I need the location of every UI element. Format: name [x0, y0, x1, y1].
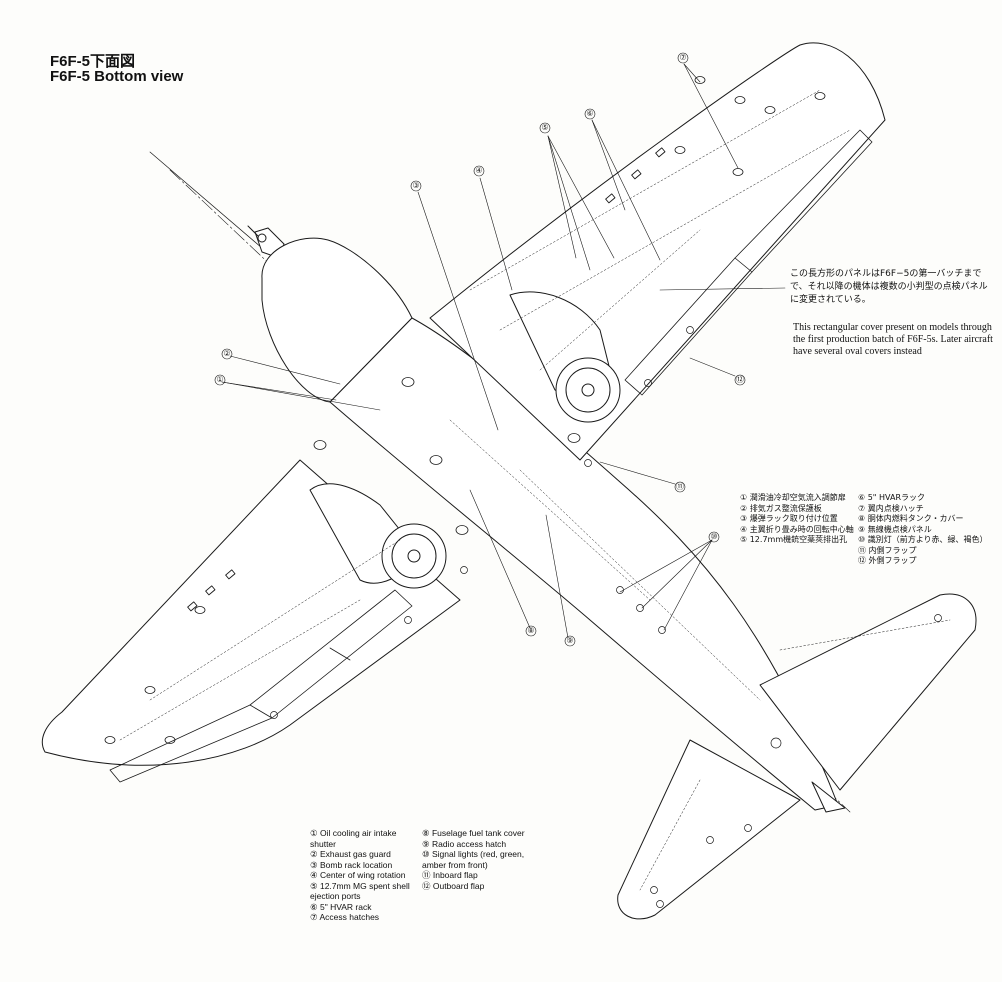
callout-8-label: ⑧ [527, 626, 534, 635]
callout-6-label: ⑥ [586, 109, 593, 118]
legend-ja-item: ⑫ 外側フラップ [858, 556, 917, 565]
legend-english-col-2: ⑧ Fuselage fuel tank cover ⑨ Radio acces… [422, 828, 528, 891]
legend-ja-item: ⑦ 翼内点検ハッチ [858, 503, 924, 513]
legend-ja-item: ③ 爆弾ラック取り付け位置 [740, 514, 838, 523]
left-wing [41, 459, 461, 766]
legend-en-item: ⑫ Outboard flap [422, 880, 485, 891]
legend-en-item: ⑧ Fuselage fuel tank cover [422, 828, 525, 838]
note-english: This rectangular cover present on models… [793, 322, 993, 357]
legend-ja-item: ⑨ 無線機点検パネル [858, 524, 932, 534]
callout-1-marker [214, 374, 226, 386]
callout-2-marker [221, 348, 233, 360]
rudder-tip [811, 781, 846, 813]
callout-5-marker [539, 122, 551, 134]
note-japanese: この長方形のパネルはF6F−5の第一バッチまでで、それ以降の機体は複数の小判型の… [790, 269, 988, 305]
callout-2-label: ② [223, 349, 230, 358]
callout-1-label: ① [216, 375, 223, 384]
callout-leaders [221, 63, 786, 639]
legend-en-item: ⑦ Access hatches [310, 912, 380, 922]
legend-english-col-1: ① Oil cooling air intake shutter ② Exhau… [310, 828, 412, 923]
callout-3-marker [410, 180, 422, 192]
callout-7-marker [677, 52, 689, 64]
title-english: F6F-5 Bottom view [50, 68, 184, 85]
left-stabilizer [617, 739, 801, 920]
callout-numbers: ① ② ③ ④ ⑤ ⑥ ⑦ ⑧ ⑨ ⑩ ⑪ ⑫ [216, 53, 744, 645]
legend-japanese-col-1: ① 潤滑油冷却空気流入調節扉 ② 排気ガス整流保護板 ③ 爆弾ラック取り付け位置… [740, 493, 856, 546]
legend-ja-item: ⑩ 識別灯（前方より赤、緑、褐色） [858, 535, 988, 544]
legend-ja-item: ⑧ 胴体内燃料タンク・カバー [858, 514, 964, 523]
right-main-gear [509, 291, 621, 423]
title-japanese: F6F-5下面図 [50, 53, 136, 70]
callout-10-marker [708, 531, 720, 543]
legend-en-item: ⑤ 12.7mm MG spent shell ejection ports [310, 880, 410, 902]
legend-en-item: ⑥ 5" HVAR rack [310, 901, 372, 912]
callout-10-label: ⑩ [710, 532, 717, 541]
callout-11-label: ⑪ [676, 482, 684, 491]
callout-11-marker [674, 481, 686, 493]
left-main-gear [309, 483, 447, 589]
legend-ja-item: ② 排気ガス整流保護板 [740, 503, 822, 513]
legend-ja-item: ④ 主翼折り畳み時の回転中心軸 [740, 524, 854, 534]
legend-en-item: ③ Bomb rack location [310, 859, 393, 870]
hvar-racks [187, 147, 666, 612]
callout-5-label: ⑤ [541, 123, 548, 132]
callout-6-marker [584, 108, 596, 120]
callout-4-marker [473, 165, 485, 177]
callout-markers [214, 52, 746, 647]
axis-line-left [149, 151, 263, 249]
callout-7-label: ⑦ [679, 53, 686, 62]
legend-japanese-col-2: ⑥ 5" HVARラック ⑦ 翼内点検ハッチ ⑧ 胴体内燃料タンク・カバー ⑨ … [858, 493, 998, 567]
legend-en-item: ④ Center of wing rotation [310, 870, 406, 880]
callout-12-marker [734, 374, 746, 386]
callout-12-label: ⑫ [736, 375, 744, 384]
legend-ja-item: ⑥ 5" HVARラック [858, 493, 926, 502]
legend-ja-item: ⑪ 内側フラップ [858, 545, 917, 555]
callout-9-marker [564, 635, 576, 647]
callout-8-marker [525, 625, 537, 637]
callout-3-label: ③ [412, 181, 419, 190]
legend-en-item: ① Oil cooling air intake shutter [310, 828, 397, 849]
engine-cowling [261, 237, 413, 403]
legend-en-item: ⑨ Radio access hatch [422, 838, 507, 849]
access-hatches [104, 76, 826, 744]
legend-ja-item: ⑤ 12.7mm機銃空薬莢排出孔 [740, 535, 848, 544]
legend-ja-item: ① 潤滑油冷却空気流入調節扉 [740, 493, 846, 502]
legend-en-item: ⑩ Signal lights (red, green, amber from … [422, 849, 525, 870]
right-flaps [624, 129, 873, 396]
fasteners [270, 326, 942, 908]
callout-9-label: ⑨ [566, 636, 573, 645]
right-stabilizer [759, 593, 977, 791]
callout-4-label: ④ [475, 166, 482, 175]
legend-en-item: ② Exhaust gas guard [310, 849, 391, 859]
panel-lines [119, 89, 951, 891]
legend-en-item: ⑪ Inboard flap [422, 870, 478, 880]
